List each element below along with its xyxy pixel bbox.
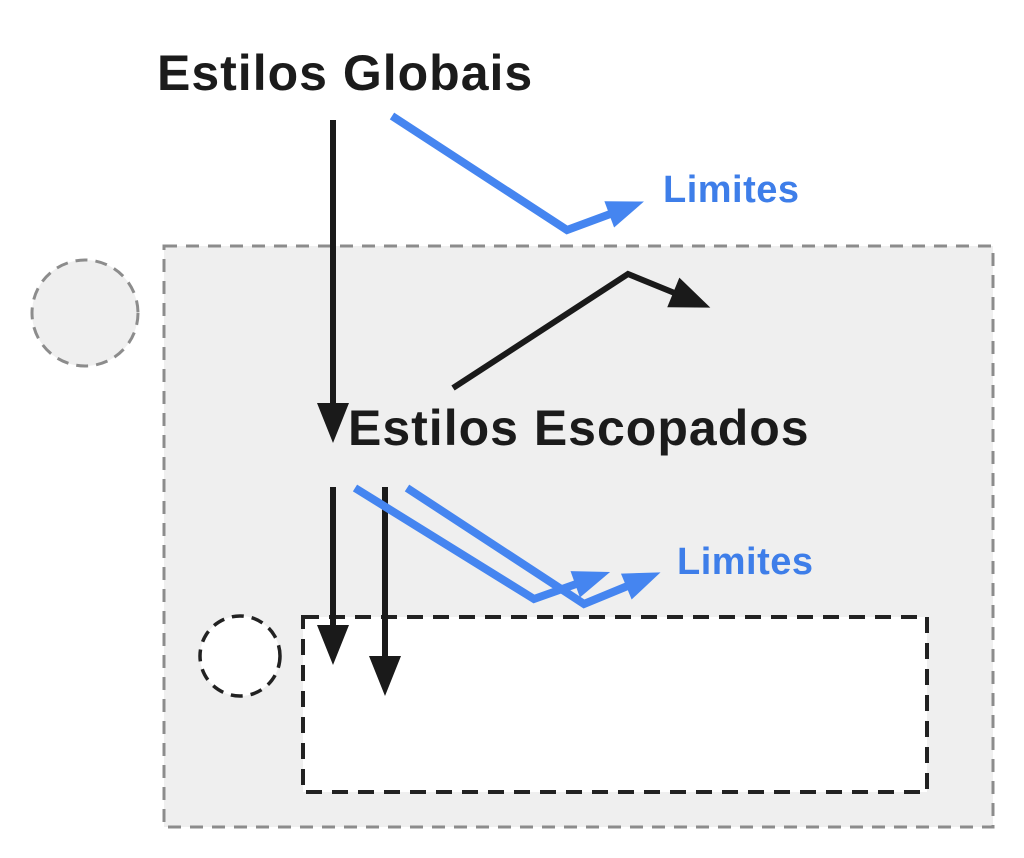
scoped-styles-title: Estilos Escopados [348,400,810,456]
scoped-element-box [301,615,929,794]
outside-scope-circle [30,258,140,368]
scoped-limit-arrow-right [404,484,661,609]
limit-label-bottom: Limites [677,541,814,583]
inside-scope-circle [198,614,282,698]
limit-label-top: Limites [663,169,800,211]
scope-escape-arrow [451,270,711,391]
global-styles-title: Estilos Globais [157,45,534,101]
global-limit-arrow [389,112,644,235]
